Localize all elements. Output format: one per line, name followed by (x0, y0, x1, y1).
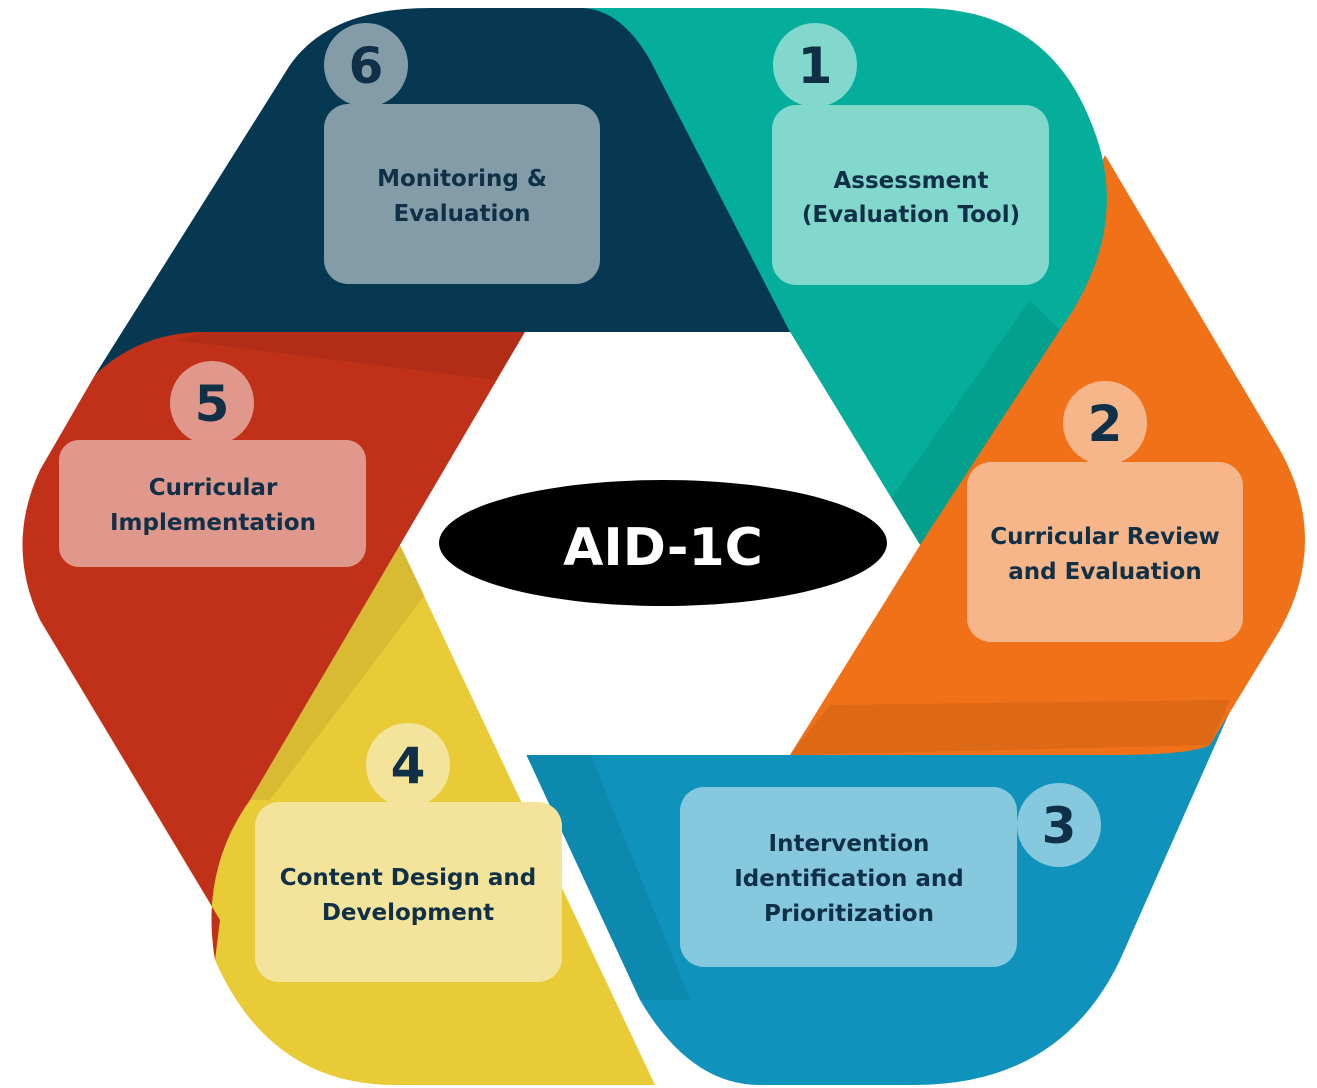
step-3-label-line-3: Prioritization (764, 901, 934, 927)
step-3-label-line-1: Intervention (769, 831, 930, 857)
step-1-label-line-2: (Evaluation Tool) (802, 202, 1020, 228)
step-6-label-line-1: Monitoring & (377, 166, 547, 192)
step-5-number-circle (170, 361, 254, 445)
step-1-number-circle (773, 23, 857, 107)
fold-shade-3 (525, 752, 690, 1000)
step-6-label-line-2: Evaluation (393, 201, 530, 227)
fold-shade-1 (890, 300, 1060, 545)
fold-shade-4 (250, 545, 425, 800)
fold-shade-5 (175, 332, 525, 380)
step-5-number: 5 (195, 375, 230, 433)
step-2-box (967, 462, 1243, 642)
step-3-label-line-2: Identification and (734, 866, 964, 892)
step-6-box (324, 104, 600, 284)
step-3-box (680, 787, 1017, 967)
step-1: 1 Assessment (Evaluation Tool) (772, 23, 1049, 285)
center-label: AID-1C (563, 518, 763, 578)
step-2-label-line-2: and Evaluation (1008, 559, 1201, 585)
step-5-label-line-1: Curricular (149, 475, 278, 501)
step-5: 5 Curricular Implementation (59, 361, 366, 567)
step-2-label-line-1: Curricular Review (990, 524, 1220, 550)
step-2-number-circle (1063, 381, 1147, 465)
step-3-number: 3 (1042, 797, 1077, 855)
step-6-number: 6 (349, 37, 384, 95)
step-5-box (59, 440, 366, 567)
fold-shade-2 (790, 700, 1230, 755)
step-4: 4 Content Design and Development (255, 723, 562, 982)
step-4-number-circle (366, 723, 450, 807)
step-4-box (255, 802, 562, 982)
step-4-label-line-1: Content Design and (280, 865, 537, 891)
step-2: 2 Curricular Review and Evaluation (967, 381, 1243, 642)
step-4-label-line-2: Development (322, 900, 494, 926)
step-3-number-circle (1017, 783, 1101, 867)
step-1-box (772, 105, 1049, 285)
step-1-number: 1 (798, 37, 833, 95)
step-6-number-circle (324, 23, 408, 107)
step-4-number: 4 (391, 737, 426, 795)
step-1-label-line-1: Assessment (833, 168, 988, 194)
step-3: 3 Intervention Identification and Priori… (680, 783, 1101, 967)
step-6: 6 Monitoring & Evaluation (324, 23, 600, 284)
step-2-number: 2 (1088, 395, 1123, 453)
center-ellipse (439, 480, 887, 606)
step-5-label-line-2: Implementation (110, 510, 316, 536)
